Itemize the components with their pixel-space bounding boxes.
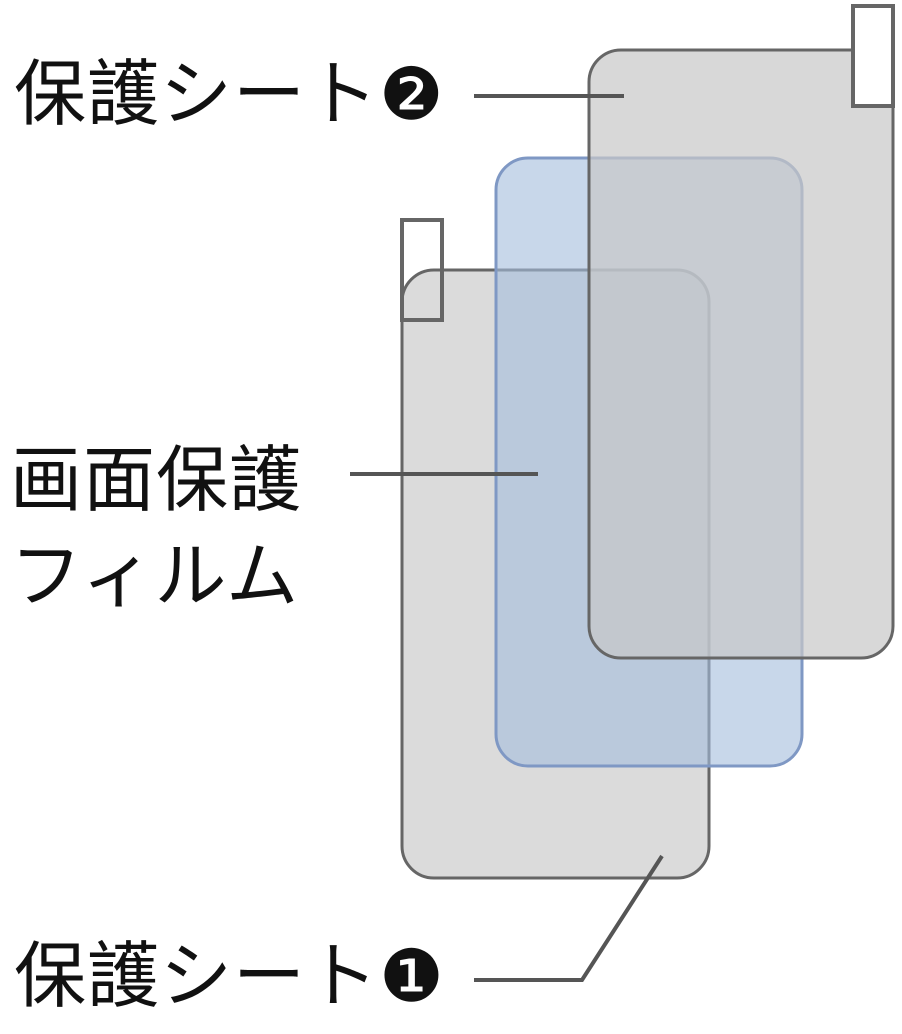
protective-sheet-2 [587, 48, 895, 660]
label-film-line-1: 画面保護 [10, 438, 303, 522]
sheet-2-tab [851, 4, 895, 108]
label-protective-sheet-2: 保護シート❷ [14, 52, 445, 136]
sheet-1-tab [400, 218, 444, 322]
label-screen-protection-film: 画面保護 フィルム [10, 432, 302, 624]
label-film-line-2: フィルム [10, 534, 300, 618]
leader-line-sheet-1 [474, 854, 664, 982]
label-protective-sheet-1: 保護シート❶ [14, 934, 445, 1018]
